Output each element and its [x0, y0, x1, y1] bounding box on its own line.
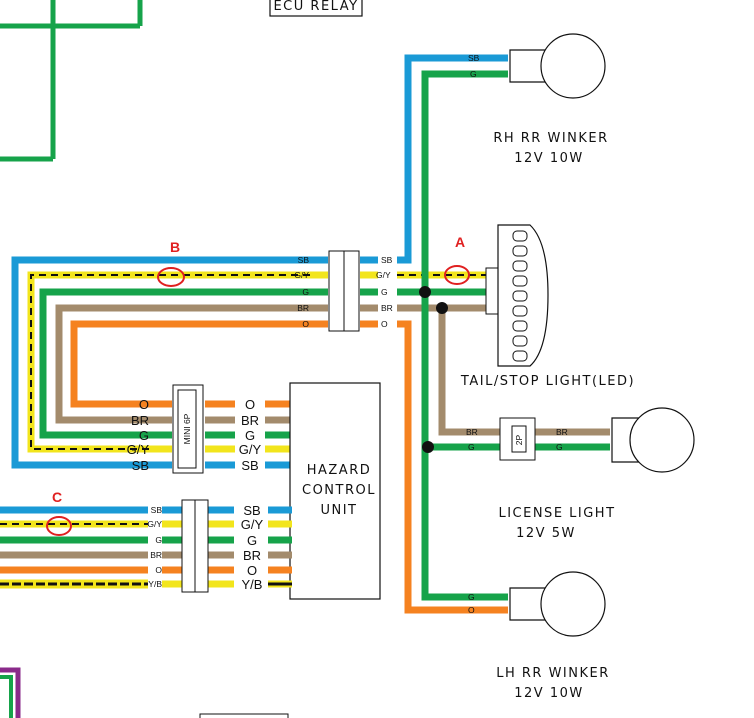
marker-c: C [46, 489, 72, 536]
svg-text:C: C [52, 489, 62, 505]
bottom-left-partial-wire [0, 667, 21, 718]
svg-text:SB: SB [468, 53, 480, 63]
svg-text:SB: SB [132, 458, 149, 473]
svg-text:UNIT: UNIT [320, 503, 357, 518]
svg-text:O: O [139, 397, 149, 412]
svg-text:BR: BR [556, 427, 568, 437]
svg-text:2P: 2P [514, 434, 524, 445]
svg-text:G: G [468, 442, 475, 452]
svg-text:G/Y: G/Y [241, 517, 264, 532]
marker-b: B [157, 239, 185, 287]
mid-connector: SB G/Y G BR O SB G/Y G BR O [294, 250, 393, 332]
svg-text:G: G [245, 428, 255, 443]
svg-text:BR: BR [297, 303, 309, 313]
ecu-relay-box: ECU RELAY [269, 0, 363, 17]
lh-winker-spec: 12V 10W [514, 686, 583, 701]
svg-text:CONTROL: CONTROL [302, 483, 376, 498]
bottom-partial-box [199, 713, 289, 718]
upper-left-green-wires [0, 0, 143, 162]
svg-text:G: G [139, 428, 149, 443]
svg-text:O: O [302, 319, 309, 329]
svg-text:BR: BR [131, 413, 149, 428]
svg-text:G: G [468, 592, 475, 602]
svg-text:BR: BR [241, 413, 259, 428]
ecu-relay-label: ECU RELAY [273, 0, 358, 14]
svg-text:G: G [381, 287, 388, 297]
rh-winker-name: RH RR WINKER [493, 131, 608, 146]
svg-text:G: G [155, 535, 162, 545]
svg-text:G: G [556, 442, 563, 452]
svg-text:B: B [170, 239, 180, 255]
svg-text:G: G [470, 69, 477, 79]
svg-text:G: G [302, 287, 309, 297]
svg-text:A: A [455, 234, 465, 250]
rh-winker: SB G RH RR WINKER 12V 10W [468, 33, 608, 166]
svg-text:G/Y: G/Y [239, 442, 262, 457]
svg-text:G/Y: G/Y [127, 442, 150, 457]
mini-6p-label: MINI 6P [182, 413, 192, 444]
tail-light-label: TAIL/STOP LIGHT(LED) [460, 374, 635, 389]
svg-text:SB: SB [381, 255, 393, 265]
svg-text:HAZARD: HAZARD [307, 463, 372, 478]
main-harness-left [11, 256, 310, 469]
mini-6p-connector: MINI 6P O BR G G/Y SB O BR G G/Y SB [127, 384, 292, 474]
lh-winker-name: LH RR WINKER [496, 666, 610, 681]
lower-harness [0, 506, 292, 589]
mid-connector-stubs [310, 256, 378, 328]
svg-text:SB: SB [298, 255, 310, 265]
svg-text:BR: BR [466, 427, 478, 437]
svg-text:G/Y: G/Y [147, 519, 162, 529]
svg-text:G/Y: G/Y [294, 270, 309, 280]
svg-text:G/Y: G/Y [376, 270, 391, 280]
svg-text:SB: SB [243, 503, 260, 518]
main-harness-right [397, 54, 488, 614]
svg-text:BR: BR [150, 550, 162, 560]
license-light-spec: 12V 5W [516, 526, 576, 541]
svg-text:O: O [381, 319, 388, 329]
svg-text:SB: SB [151, 505, 163, 515]
rh-winker-spec: 12V 10W [514, 151, 583, 166]
junction-dots [419, 286, 448, 453]
marker-a: A [444, 234, 470, 285]
license-light: BR G BR G 2P LICENSE LIGHT 12V 5W [466, 407, 695, 541]
svg-text:O: O [247, 563, 257, 578]
svg-text:Y/B: Y/B [148, 579, 162, 589]
lower-connector: SB G/Y G BR O Y/B SB G/Y G BR O Y/B [147, 499, 264, 593]
svg-text:Y/B: Y/B [242, 577, 263, 592]
svg-text:O: O [468, 605, 475, 615]
svg-text:O: O [155, 565, 162, 575]
svg-text:BR: BR [243, 548, 261, 563]
svg-text:BR: BR [381, 303, 393, 313]
svg-text:G: G [247, 533, 257, 548]
hazard-control-unit: HAZARD CONTROL UNIT [289, 382, 381, 600]
tail-stop-light: TAIL/STOP LIGHT(LED) [460, 224, 635, 389]
lh-winker: G O LH RR WINKER 12V 10W [468, 571, 610, 701]
license-light-name: LICENSE LIGHT [498, 506, 615, 521]
svg-text:O: O [245, 397, 255, 412]
svg-text:SB: SB [241, 458, 258, 473]
